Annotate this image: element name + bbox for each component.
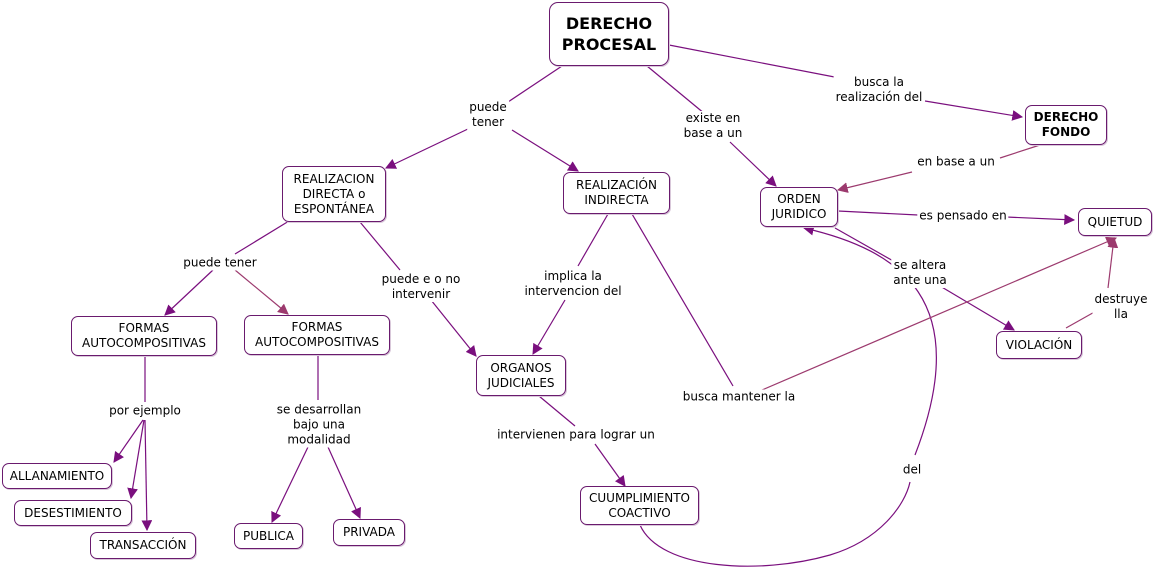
edge-procesal-puede <box>504 65 563 105</box>
edge-fondo-base <box>999 144 1041 159</box>
edge-organos-intervienen <box>538 395 576 427</box>
edge-destruye-quietud <box>1107 236 1119 289</box>
link-label-destruye: destruye lla <box>1092 292 1150 322</box>
node-realizacion-indirecta[interactable]: REALIZACIÓN INDIRECTA <box>563 172 670 214</box>
link-label-puede-tener: puede tener <box>467 100 509 130</box>
edge-orden-pensado <box>837 210 919 216</box>
edge-implica-organos <box>532 299 566 355</box>
edge-intervienen-cumplimiento <box>594 443 626 487</box>
link-label-es-pensado-en: es pensado en <box>917 208 1009 224</box>
edge-procesal-busca <box>668 44 851 81</box>
edge-base-orden <box>836 171 913 193</box>
node-derecho-procesal[interactable]: DERECHO PROCESAL <box>549 2 669 66</box>
node-realizacion-directa[interactable]: REALIZACION DIRECTA o ESPONTÁNEA <box>282 166 386 222</box>
edge-pensado-quietud <box>1005 214 1076 225</box>
link-label-en-base-a-un: en base a un <box>915 154 997 170</box>
link-label-se-desarrollan: se desarrollan bajo una modalidad <box>274 402 364 448</box>
edge-busca-fondo <box>924 100 1024 121</box>
link-label-por-ejemplo: por ejemplo <box>107 403 183 419</box>
node-formas-autocompositivas-2[interactable]: FORMAS AUTOCOMPOSITIVAS <box>244 315 390 355</box>
edge-altera-violacion <box>939 285 1015 331</box>
link-label-busca-mantener: busca mantener la <box>680 389 798 405</box>
node-transaccion[interactable]: TRANSACCIÓN <box>90 532 196 559</box>
edge-procesal-existe <box>646 65 706 115</box>
edge-orden-altera <box>834 227 896 263</box>
link-label-del: del <box>900 462 924 478</box>
edge-ejemplo-desestimiento <box>127 419 145 500</box>
node-quietud[interactable]: QUIETUD <box>1078 208 1152 236</box>
edge-existe-orden <box>729 141 777 187</box>
edge-cumplimiento-del <box>639 481 911 567</box>
edge-desarrollan-publica <box>271 446 309 523</box>
node-allanamiento[interactable]: ALLANAMIENTO <box>2 463 112 489</box>
edge-mantener-quietud <box>754 236 1117 394</box>
node-desestimiento[interactable]: DESESTIMIENTO <box>14 500 132 526</box>
edge-directa-puede <box>234 220 290 255</box>
link-label-existe-en: existe en base a un <box>681 111 745 141</box>
edge-del-orden <box>802 224 937 456</box>
node-formas-autocompositivas-1[interactable]: FORMAS AUTOCOMPOSITIVAS <box>71 316 217 356</box>
edge-puede-directa <box>385 127 471 169</box>
node-publica[interactable]: PUBLICA <box>234 523 303 549</box>
link-label-se-altera: se altera ante una <box>891 258 949 288</box>
link-label-implica: implica la intervencion del <box>522 269 624 299</box>
link-label-puede-intervenir: puede e o no intervenir <box>379 272 463 302</box>
edge-puede-indirecta <box>511 129 579 172</box>
edge-ejemplo-transaccion <box>141 419 153 532</box>
link-label-intervienen: intervienen para lograr un <box>495 427 657 443</box>
node-orden-juridico[interactable]: ORDEN JURIDICO <box>760 187 838 227</box>
node-privada[interactable]: PRIVADA <box>333 519 405 546</box>
edge-indirecta-mantener <box>631 213 734 387</box>
edge-indirecta-implica <box>577 213 609 267</box>
node-derecho-fondo[interactable]: DERECHO FONDO <box>1025 105 1107 145</box>
edge-puede-formas2 <box>234 269 289 315</box>
node-organos-judiciales[interactable]: ORGANOS JUDICIALES <box>476 355 566 396</box>
node-violacion[interactable]: VIOLACIÓN <box>996 331 1082 359</box>
edge-intervenir-organos <box>430 299 477 357</box>
link-label-busca-realizacion: busca la realización del <box>833 75 925 105</box>
node-cumplimiento-coactivo[interactable]: CUUMPLIMIENTO COACTIVO <box>580 486 699 525</box>
edge-directa-intervenir <box>359 221 401 271</box>
link-label-puede-tener-2: puede tener <box>181 255 259 271</box>
edge-desarrollan-privada <box>327 446 361 519</box>
edge-ejemplo-allanamiento <box>113 419 144 463</box>
edge-puede-formas1 <box>164 269 214 316</box>
